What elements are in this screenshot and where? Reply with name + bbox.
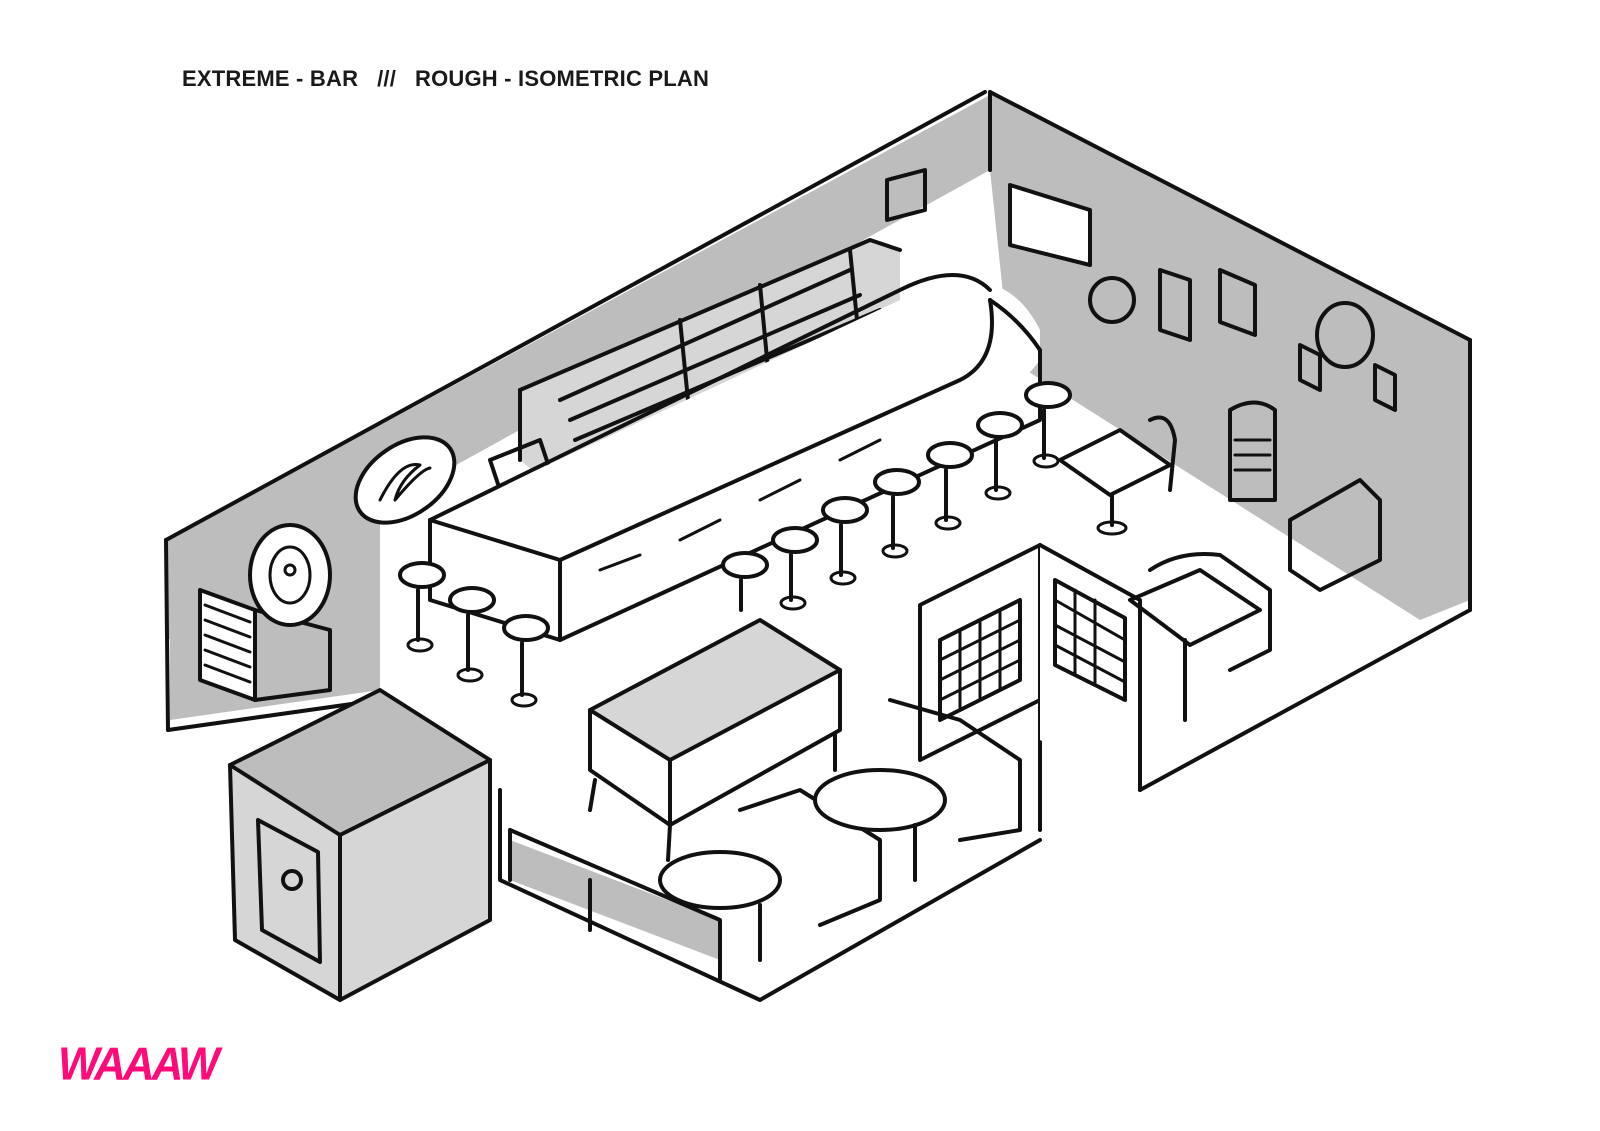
bar-stools <box>398 381 1072 708</box>
wall-frames <box>885 168 1397 412</box>
plan-title: EXTREME - BAR /// ROUGH - ISOMETRIC PLAN <box>182 66 709 92</box>
bar-counter <box>428 273 1042 642</box>
bar-stool <box>873 468 921 559</box>
project-name: EXTREME - BAR <box>182 66 359 91</box>
wall-logo-oval <box>353 435 457 525</box>
title-separator: /// <box>377 66 397 91</box>
booth-seating-front <box>508 698 1022 982</box>
bar-stool <box>926 441 974 531</box>
pool-table <box>588 618 842 862</box>
lounge-tables <box>1058 400 1382 722</box>
bar-stool <box>976 411 1024 501</box>
back-wall-right <box>988 90 1472 620</box>
brand-logo: WAAAW <box>58 1038 220 1091</box>
bar-stool <box>448 586 496 683</box>
door-porthole-icon <box>281 869 303 891</box>
partition-windows <box>918 543 1142 792</box>
bar-stool <box>398 561 446 653</box>
bar-stool <box>721 551 769 612</box>
wall-screen <box>1008 183 1092 267</box>
entrance-door <box>256 818 322 964</box>
plan-subtitle: ROUGH - ISOMETRIC PLAN <box>414 66 710 91</box>
floor-outline <box>166 608 1472 1002</box>
bar-stool <box>502 614 550 708</box>
entrance-vestibule <box>228 688 492 1002</box>
wall-logo-round <box>248 523 332 627</box>
bar-stool <box>821 496 869 586</box>
bar-stool <box>1024 381 1072 469</box>
bar-stool <box>771 526 819 611</box>
